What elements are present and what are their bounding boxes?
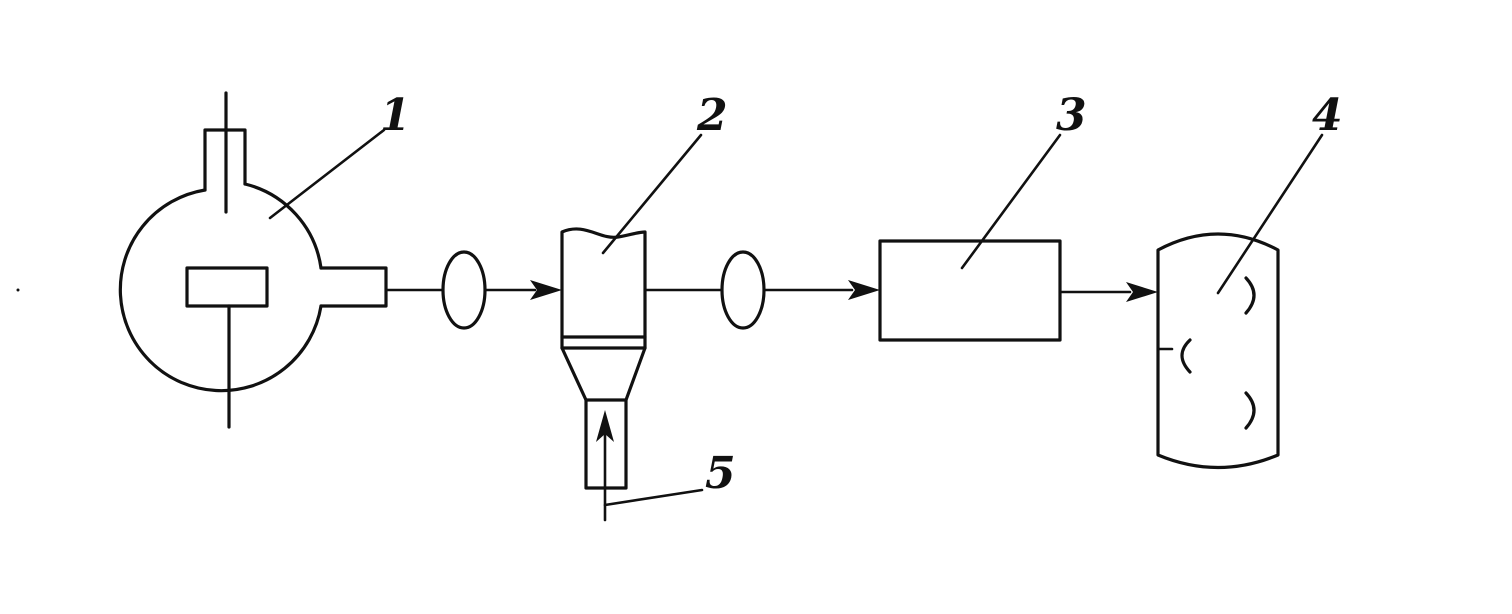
component-1-source-lamp (118, 91, 388, 429)
arrowhead-to-monochromator (848, 280, 880, 300)
component-4-detector (1156, 232, 1280, 470)
callout-label-3: 3 (1056, 90, 1087, 141)
lamp-bulb-outline (118, 182, 323, 393)
lamp-side-tube (319, 266, 388, 308)
dynode-lower-right (1244, 391, 1256, 430)
callout-label-2: 2 (696, 90, 728, 141)
leader-line-3 (960, 133, 1062, 270)
component-3-monochromator (878, 239, 1062, 342)
stray-dot (16, 288, 20, 292)
monochromator-box (878, 239, 1062, 342)
leader-line-4 (1216, 133, 1324, 295)
lamp-cathode (185, 266, 269, 308)
leader-line-5 (603, 488, 704, 507)
beam-path-1 (384, 250, 562, 330)
leader-line-1 (268, 128, 386, 220)
arrowhead-to-atomizer (530, 280, 562, 300)
dynode-upper-right (1244, 276, 1256, 315)
beam-path-2 (643, 250, 880, 330)
detector-body (1156, 232, 1280, 470)
arrowhead-to-detector (1126, 282, 1158, 302)
callout-labels: 1 2 3 4 5 (380, 90, 1343, 499)
callout-label-5: 5 (705, 448, 736, 499)
leader-line-2 (601, 133, 703, 255)
lens-1 (441, 250, 487, 330)
callout-label-1: 1 (380, 90, 411, 141)
lens-2 (720, 250, 766, 330)
sample-inlet-arrowhead (596, 410, 614, 442)
atomizer-body (560, 227, 647, 350)
beam-path-3 (1058, 282, 1158, 302)
component-2-atomizer (560, 227, 647, 522)
dynode-middle-left (1180, 338, 1192, 374)
atomizer-lower-tube (584, 398, 628, 490)
callout-label-4: 4 (1312, 90, 1343, 141)
atomizer-funnel (560, 346, 647, 402)
callout-leaders (268, 128, 1324, 507)
